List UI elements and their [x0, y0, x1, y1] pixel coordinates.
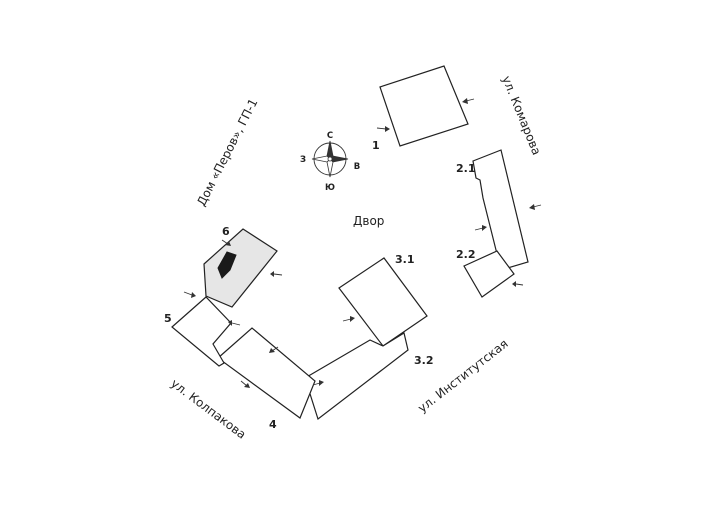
- building-number-2-1: 2.1: [456, 162, 476, 175]
- entry-arrows: [183, 98, 542, 388]
- compass-south-point: [326, 158, 334, 178]
- street-komarova-label: ул. Комарова: [499, 74, 543, 157]
- building-4[interactable]: [217, 327, 316, 419]
- entry-arrow: [269, 346, 279, 353]
- compass-south-label: Ю: [325, 183, 335, 193]
- entry-arrow: [342, 316, 355, 322]
- building-number-1: 1: [372, 139, 380, 152]
- entry-arrow: [183, 291, 196, 298]
- street-kolpakova-label: ул. Колпакова: [168, 376, 248, 441]
- building-2-1[interactable]: [472, 149, 529, 271]
- building-number-3-2: 3.2: [414, 354, 434, 367]
- entry-arrow: [221, 239, 231, 246]
- entry-arrow: [376, 126, 390, 132]
- yard-label: Двор: [353, 214, 384, 228]
- entry-arrow: [474, 225, 487, 231]
- building-3-2[interactable]: [304, 332, 409, 420]
- compass-west-point: [311, 155, 331, 163]
- building-2-2[interactable]: [463, 250, 515, 298]
- building-number-4: 4: [269, 418, 277, 431]
- street-institutskaya-label: ул. Институтская: [415, 337, 510, 416]
- building-number-6: 6: [222, 225, 230, 238]
- building-3-1[interactable]: [338, 257, 428, 347]
- compass-north-point: [326, 140, 334, 160]
- street-dom-perov-label: Дом «Перов», ГП-1: [194, 96, 260, 208]
- building-1[interactable]: [379, 65, 469, 147]
- entry-arrow: [312, 380, 324, 386]
- entry-arrow: [240, 380, 250, 388]
- building-number-2-2: 2.2: [456, 248, 476, 261]
- compass-west-label: З: [300, 155, 306, 165]
- compass-north-label: С: [327, 131, 333, 141]
- apartment-marker: [217, 251, 237, 279]
- building-5[interactable]: [171, 296, 232, 367]
- compass-east-point: [329, 155, 349, 163]
- entry-arrow: [512, 281, 524, 287]
- entry-arrow: [529, 204, 542, 210]
- compass: С Ю З В: [300, 131, 360, 193]
- building-number-5: 5: [164, 312, 172, 325]
- building-number-3-1: 3.1: [395, 253, 415, 266]
- entry-arrow: [228, 320, 241, 326]
- entry-arrow: [462, 98, 475, 104]
- entry-arrow: [270, 271, 283, 277]
- compass-east-label: В: [354, 162, 360, 172]
- building-6[interactable]: [203, 228, 278, 308]
